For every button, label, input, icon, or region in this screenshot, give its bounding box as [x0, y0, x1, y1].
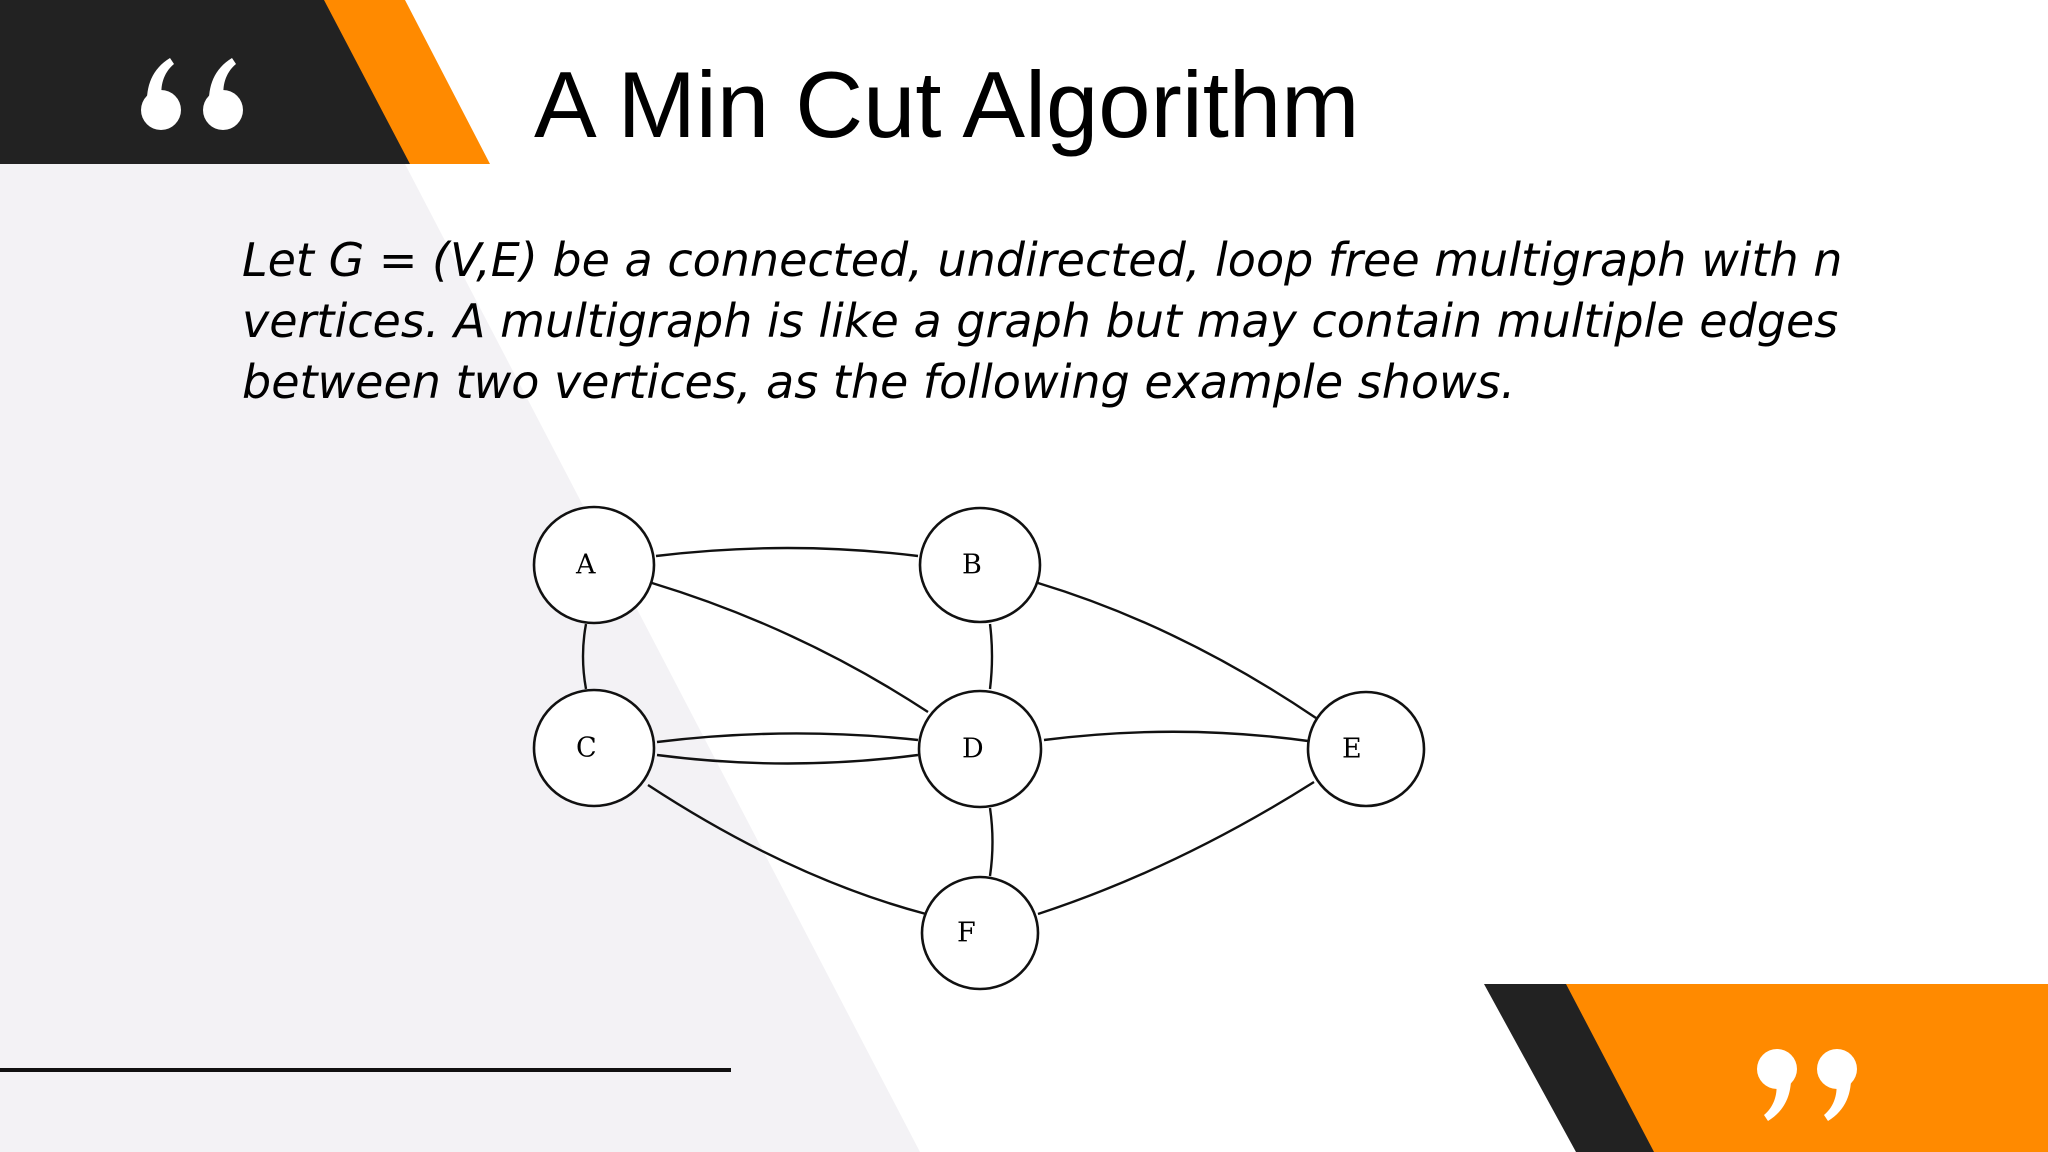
node-c-circle [532, 688, 656, 808]
edge-a-d [651, 581, 929, 714]
node-e-circle [1306, 690, 1426, 808]
body-line-3: between two vertices, as the following e… [242, 355, 1516, 409]
edge-a-b [655, 546, 919, 558]
body-line-2: vertices. A multigraph is like a graph b… [242, 294, 1839, 348]
light-diagonal-panel [0, 164, 920, 1152]
graph-node-c: C [532, 688, 656, 808]
node-e-label: E [1342, 734, 1362, 765]
bottom-dark-stripe [1484, 984, 1664, 1152]
node-b-label: B [962, 550, 982, 581]
node-c-label: C [576, 733, 597, 764]
graph-node-e: E [1306, 690, 1426, 808]
node-d-label: D [962, 734, 984, 765]
edge-b-e [1037, 581, 1317, 719]
edge-d-f [988, 807, 994, 877]
node-a-label: A [575, 550, 596, 581]
edge-d-e [1043, 730, 1309, 743]
edge-c-d-lower [656, 753, 919, 765]
edge-b-d [988, 623, 994, 690]
slide-title: A Min Cut Algorithm [534, 52, 1360, 157]
edge-a-c [581, 623, 588, 690]
body-line-1: Let G = (V,E) be a connected, undirected… [242, 233, 1843, 287]
top-dark-block [0, 0, 410, 164]
edge-e-f [1037, 780, 1315, 916]
graph-node-d: D [917, 689, 1043, 809]
node-f-label: F [957, 918, 976, 949]
graph-node-a: A [532, 505, 656, 625]
body-paragraph: Let G = (V,E) be a connected, undirected… [242, 230, 1842, 413]
edge-c-f [647, 783, 927, 916]
close-quote-icon [1757, 1049, 1857, 1121]
node-a-circle [532, 505, 656, 625]
graph-node-b: B [918, 506, 1042, 624]
graph-edges [581, 546, 1317, 916]
node-f-circle [920, 875, 1040, 991]
bottom-orange-block [1566, 984, 2048, 1152]
graph-node-f: F [920, 875, 1040, 991]
edge-c-d-upper [656, 732, 919, 744]
open-quote-icon [141, 58, 243, 130]
node-d-circle [917, 689, 1043, 809]
node-b-circle [918, 506, 1042, 624]
top-orange-stripe [300, 0, 490, 164]
